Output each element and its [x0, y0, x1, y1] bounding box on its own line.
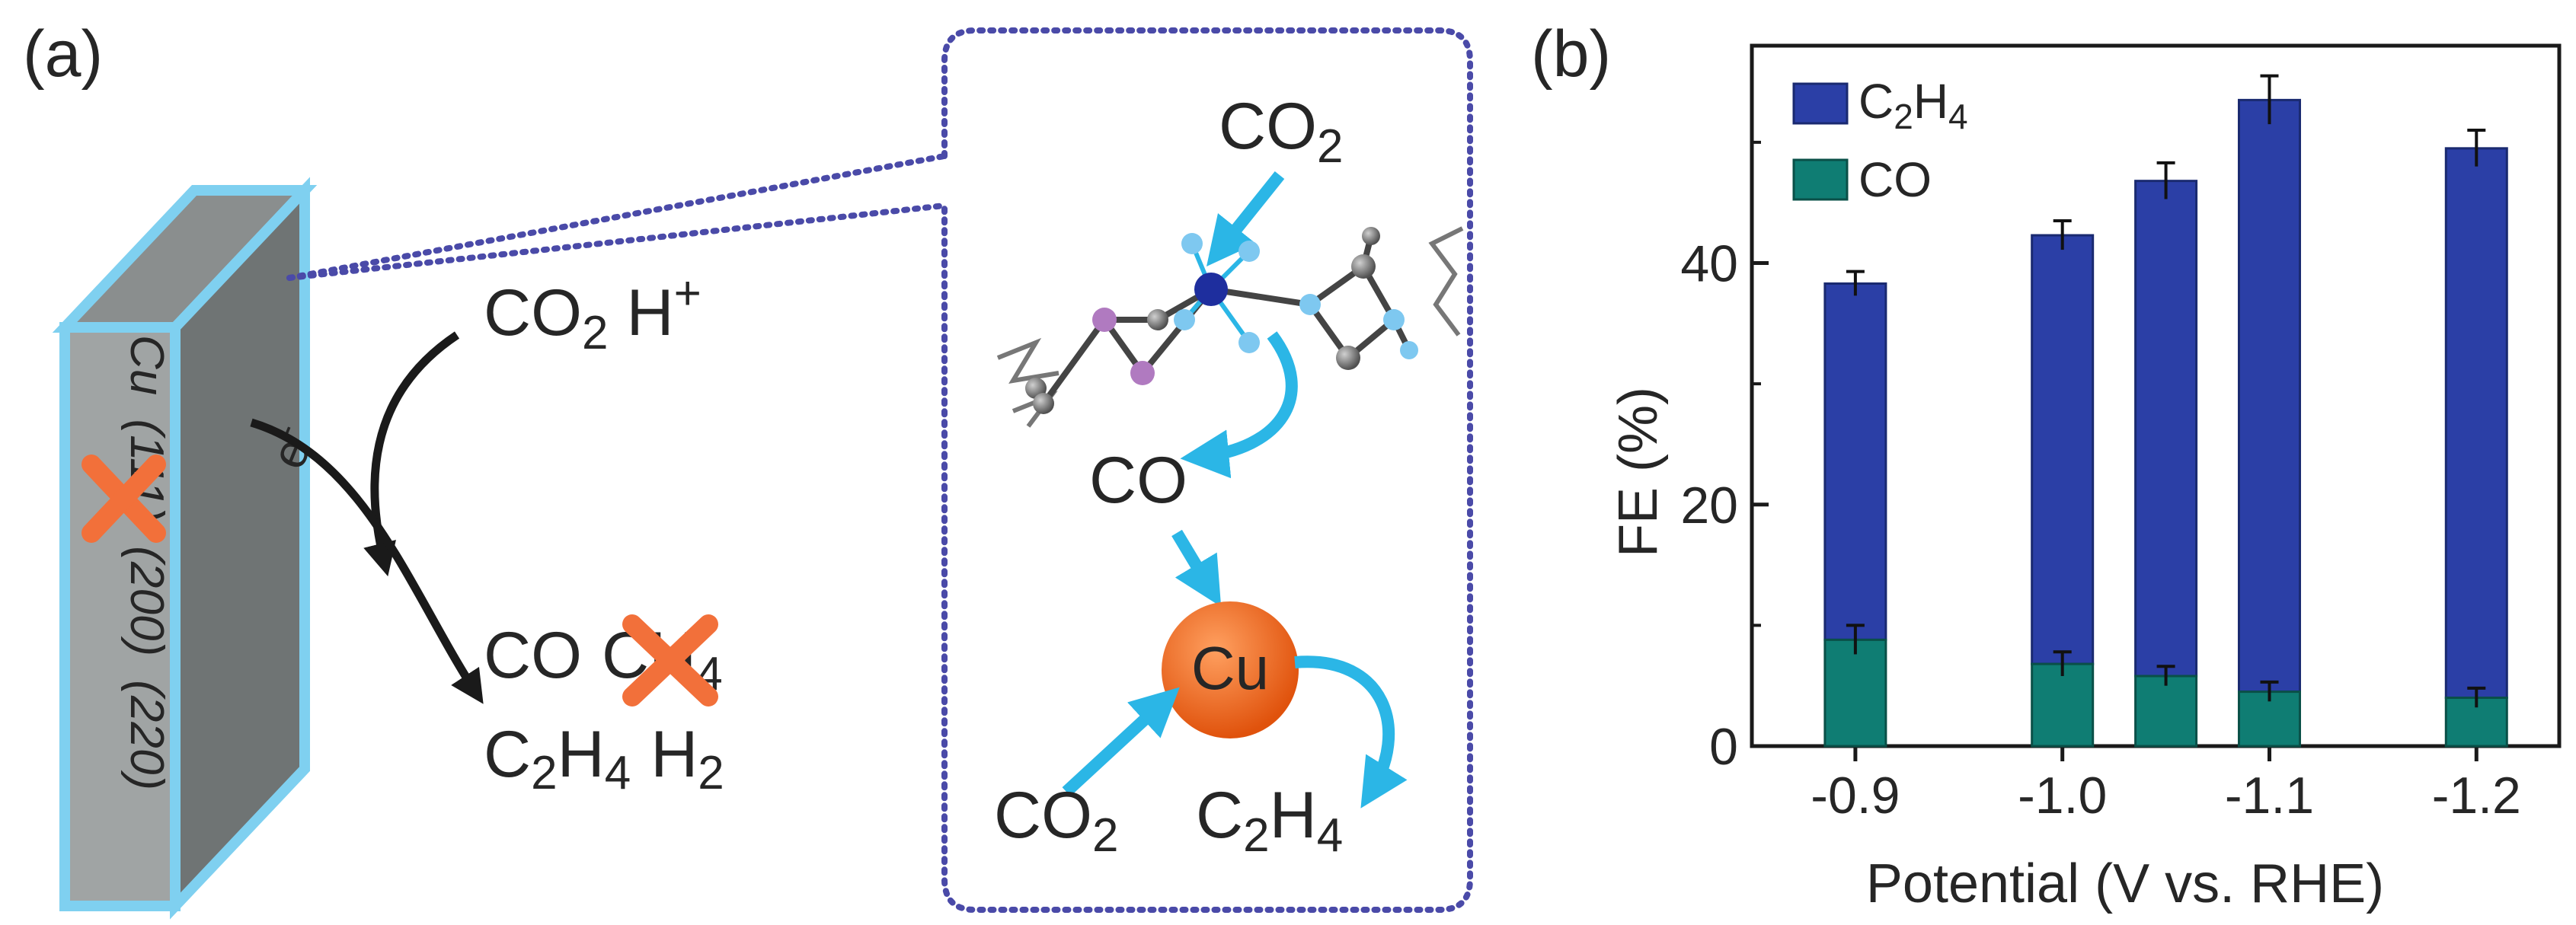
panel-b-label: (b): [1531, 18, 1611, 91]
bar-co-1: [2031, 662, 2095, 748]
mechanism-inset: CO2: [941, 27, 1473, 913]
reaction-arrow-icon: [363, 331, 460, 577]
legend-swatch-c2h4: [1792, 82, 1849, 125]
panel-a-label: (a): [23, 18, 103, 91]
y-tick-label-20: 20: [1680, 477, 1738, 534]
panel-a: (a) Cu (111) (200) (220): [23, 18, 1473, 920]
bar-co-2: [2134, 675, 2198, 748]
slab-front-face: [59, 322, 181, 911]
bar-c2h4-0: [1823, 282, 1887, 641]
inset-co2-top: CO2: [1219, 90, 1343, 173]
inset-border: [941, 27, 1473, 913]
inset-arrow-co-cu-icon: [1171, 529, 1222, 607]
product-arrow-icon: [250, 418, 484, 704]
cu-ball-icon: [1162, 601, 1299, 738]
inset-arrow-c2h4-icon: [1294, 655, 1408, 809]
facet-200: (200): [120, 546, 173, 656]
panel-b: (b) FE (%) Potential (V vs. RHE) 0 20 40 -0…: [1531, 18, 2562, 914]
x-tick-label-0: -0.9: [1811, 767, 1900, 825]
x-tick-label-2: -1.1: [2225, 767, 2314, 825]
inset-c2h4: C2H4: [1196, 779, 1343, 862]
x-tick-label-3: -1.2: [2432, 767, 2521, 825]
legend-label-c2h4: C2H4: [1858, 74, 1968, 136]
fe-chart: 0 20 40 -0.9 -1.0 -1.1 -1.2: [1680, 43, 2562, 825]
facet-cross-icon: [81, 455, 166, 543]
bar-c2h4-4: [2444, 147, 2508, 700]
molecule-complex-icon: [996, 226, 1464, 428]
y-tick-label-0: 0: [1709, 718, 1738, 776]
legend-label-co: CO: [1858, 152, 1932, 207]
legend-swatch-co: [1792, 158, 1849, 201]
bar-c2h4-1: [2031, 234, 2095, 665]
y-axis-label: FE (%): [1608, 387, 1669, 557]
inset-co-mid: CO: [1089, 444, 1187, 517]
ch4-cross-icon: [622, 614, 718, 707]
facet-220: (220): [120, 680, 173, 790]
inset-arrow-co2-icon: [1207, 171, 1285, 266]
legend: C2H4 CO: [1792, 74, 1968, 207]
inset-arrow-co2-cu-icon: [1062, 687, 1180, 796]
inset-co2-bottom: CO2: [994, 779, 1118, 862]
bar-c2h4-2: [2134, 180, 2198, 678]
slab-metal: Cu: [120, 335, 173, 395]
bar-c2h4-3: [2237, 98, 2301, 694]
cu-slab: Cu (111) (200) (220): [52, 177, 318, 920]
slab-label: Cu (111) (200) (220): [120, 335, 173, 790]
x-tick-label-1: -1.0: [2018, 767, 2107, 825]
bar-co-0: [1823, 638, 1887, 748]
y-tick-label-40: 40: [1680, 235, 1738, 293]
zoom-connector: [286, 153, 948, 281]
x-axis-label: Potential (V vs. RHE): [1866, 853, 2384, 914]
inset-cu-center: Cu: [1191, 634, 1269, 702]
inset-arrow-co-release-icon: [1180, 331, 1298, 479]
